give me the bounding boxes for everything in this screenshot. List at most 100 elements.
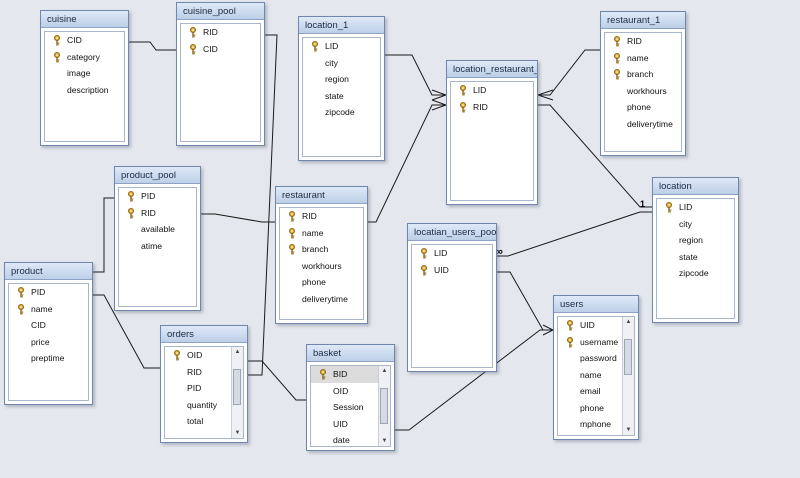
table-title[interactable]: product xyxy=(5,263,92,280)
column-row[interactable]: deliverytime xyxy=(280,291,363,308)
column-row[interactable]: mphone xyxy=(558,416,634,433)
scroll-thumb[interactable] xyxy=(233,369,241,405)
column-row[interactable]: name xyxy=(605,50,681,67)
scroll-up-arrow-icon[interactable]: ▲ xyxy=(381,368,388,374)
table-title[interactable]: basket xyxy=(307,345,394,362)
column-row[interactable]: PID xyxy=(9,284,88,301)
table-title[interactable]: location_restaurant_p... xyxy=(447,61,537,78)
column-row[interactable]: zipcode xyxy=(303,104,380,121)
column-row[interactable]: zipcode xyxy=(657,265,734,282)
column-row[interactable]: name xyxy=(9,301,88,318)
vertical-scrollbar[interactable]: ▲▼ xyxy=(622,317,634,435)
column-row[interactable]: LID xyxy=(303,38,380,55)
table-title[interactable]: location_1 xyxy=(299,17,384,34)
column-row[interactable]: UID xyxy=(311,416,390,433)
column-row[interactable]: RID xyxy=(605,33,681,50)
column-row[interactable]: RID xyxy=(165,364,243,381)
column-row[interactable]: OID xyxy=(165,347,243,364)
column-row[interactable]: region xyxy=(303,71,380,88)
column-row[interactable]: CID xyxy=(9,317,88,334)
column-row[interactable]: username xyxy=(558,334,634,351)
column-row[interactable]: RID xyxy=(451,99,533,116)
column-row[interactable]: name xyxy=(280,225,363,242)
column-row[interactable]: city xyxy=(303,55,380,72)
column-row[interactable]: PID xyxy=(119,188,196,205)
column-row[interactable]: state xyxy=(657,249,734,266)
scroll-up-arrow-icon[interactable]: ▲ xyxy=(234,349,241,355)
column-row[interactable]: email xyxy=(558,383,634,400)
column-row[interactable]: region xyxy=(657,232,734,249)
column-row[interactable]: phone xyxy=(280,274,363,291)
column-row[interactable]: total xyxy=(165,413,243,430)
column-row[interactable]: Session xyxy=(311,399,390,416)
table-title[interactable]: location xyxy=(653,178,738,195)
column-row[interactable]: BID xyxy=(311,366,390,383)
column-row[interactable]: RID xyxy=(280,208,363,225)
scroll-thumb[interactable] xyxy=(380,388,388,424)
table-title[interactable]: cuisine_pool xyxy=(177,3,264,20)
column-row[interactable]: atime xyxy=(119,238,196,255)
column-row[interactable]: preptime xyxy=(9,350,88,367)
column-row[interactable]: branch xyxy=(605,66,681,83)
column-row[interactable]: price xyxy=(9,334,88,351)
table-title[interactable]: restaurant xyxy=(276,187,367,204)
scroll-down-arrow-icon[interactable]: ▼ xyxy=(381,438,388,444)
table-title[interactable]: product_pool xyxy=(115,167,200,184)
column-row[interactable]: phone xyxy=(605,99,681,116)
table-title[interactable]: cuisine xyxy=(41,11,128,28)
scroll-down-arrow-icon[interactable]: ▼ xyxy=(625,427,632,433)
column-row[interactable]: date xyxy=(311,432,390,446)
column-row[interactable]: UID xyxy=(558,317,634,334)
scroll-down-arrow-icon[interactable]: ▼ xyxy=(234,430,241,436)
column-row[interactable]: LID xyxy=(451,82,533,99)
column-row[interactable]: CID xyxy=(181,41,260,58)
column-row[interactable]: description xyxy=(45,82,124,99)
vertical-scrollbar[interactable]: ▲▼ xyxy=(378,366,390,446)
column-row[interactable]: phone xyxy=(558,400,634,417)
column-row[interactable]: city xyxy=(657,216,734,233)
column-row[interactable]: PID xyxy=(165,380,243,397)
column-row[interactable]: image xyxy=(45,65,124,82)
table-title[interactable]: restaurant_1 xyxy=(601,12,685,29)
column-row[interactable]: workhours xyxy=(605,83,681,100)
column-row[interactable]: workhours xyxy=(280,258,363,275)
column-row[interactable]: OID xyxy=(311,383,390,400)
table-title[interactable]: orders xyxy=(161,326,247,343)
column-row[interactable]: name xyxy=(558,367,634,384)
table-title[interactable]: users xyxy=(554,296,638,313)
scroll-thumb[interactable] xyxy=(624,339,632,375)
scroll-up-arrow-icon[interactable]: ▲ xyxy=(625,319,632,325)
column-row[interactable]: password xyxy=(558,350,634,367)
column-row[interactable]: deliverytime xyxy=(605,116,681,133)
column-row[interactable]: available xyxy=(119,221,196,238)
column-row[interactable]: CID xyxy=(45,32,124,49)
column-row[interactable]: category xyxy=(45,49,124,66)
column-row[interactable]: LID xyxy=(412,245,492,262)
column-row[interactable]: RID xyxy=(119,205,196,222)
